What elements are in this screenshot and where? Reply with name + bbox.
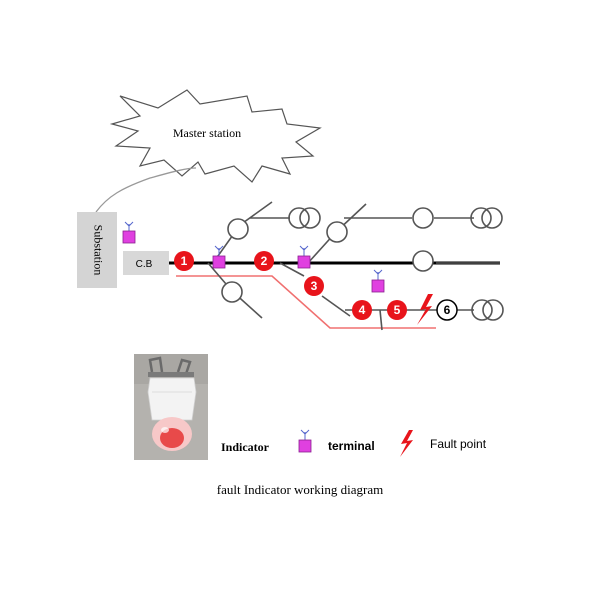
clamp-arm [148,356,164,373]
master-station-label: Master station [173,126,241,140]
branch-line [379,309,383,331]
indicator-photo [134,354,208,460]
node-label: 6 [444,303,451,317]
terminal-antenna-icon [298,429,312,453]
diagram-caption: fault Indicator working diagram [217,482,383,497]
load-circle [412,207,434,229]
master-station-burst [109,89,322,183]
substation-label: Substation [91,225,105,276]
double-circle-transformer-icon [471,299,493,321]
indicator-node [387,300,407,320]
transformer-1 [288,207,321,229]
terminal-antenna-icon [212,245,226,269]
indicator-dome-core [160,428,184,448]
substation: Substation [77,212,117,288]
comm-link [95,167,197,213]
node-label: 4 [359,303,366,317]
double-circle-transformer-icon [482,299,504,321]
fault-current-path [176,275,436,329]
load-circle [221,281,243,303]
loads [221,207,434,303]
node-label: 3 [311,279,318,293]
legend: Indicator terminal Fault point [221,429,487,457]
circuit-breaker: C.B [123,251,169,275]
clamp-bar [148,372,194,377]
terminal-antenna-icon [122,221,136,244]
node-5: 5 [387,300,407,320]
legend-fault-point-label: Fault point [430,437,487,451]
branch-line [321,295,351,317]
node-4: 4 [352,300,372,320]
node-3: 3 [304,276,324,296]
node-label: 2 [261,254,268,268]
node-label: 5 [394,303,401,317]
double-circle-transformer-icon [299,207,321,229]
node-2: 2 [254,251,274,271]
circuit-breaker-label: C.B [136,259,153,270]
node-6: 6 [436,299,458,321]
indicator-node [304,276,324,296]
node-1: 1 [174,251,194,271]
lightning-bolt-icon [417,294,433,325]
indicator-body [147,377,197,421]
lightning-bolt-icon [400,430,413,457]
double-circle-transformer-icon [481,207,503,229]
terminal-antenna-icon [297,245,311,269]
master-station: Master station [109,89,322,183]
transformer-3 [471,299,504,321]
load-circle [227,218,249,240]
indicator-node [352,300,372,320]
substation-box [77,212,117,288]
load-circle [412,250,434,272]
transformer-2 [470,207,503,229]
terminal-antenna-icon [371,269,385,293]
load-circle [326,221,348,243]
double-circle-transformer-icon [288,207,310,229]
indicator-node [436,299,458,321]
circuit-breaker-box [123,251,169,275]
indicator-dome-highlight [161,427,169,433]
branch-line [279,262,305,277]
legend-indicator-label: Indicator [221,440,270,454]
indicator-node [174,251,194,271]
indicator-node [254,251,274,271]
node-label: 1 [181,254,188,268]
legend-terminal-label: terminal [328,439,375,453]
clamp-arm [176,358,192,375]
double-circle-transformer-icon [470,207,492,229]
